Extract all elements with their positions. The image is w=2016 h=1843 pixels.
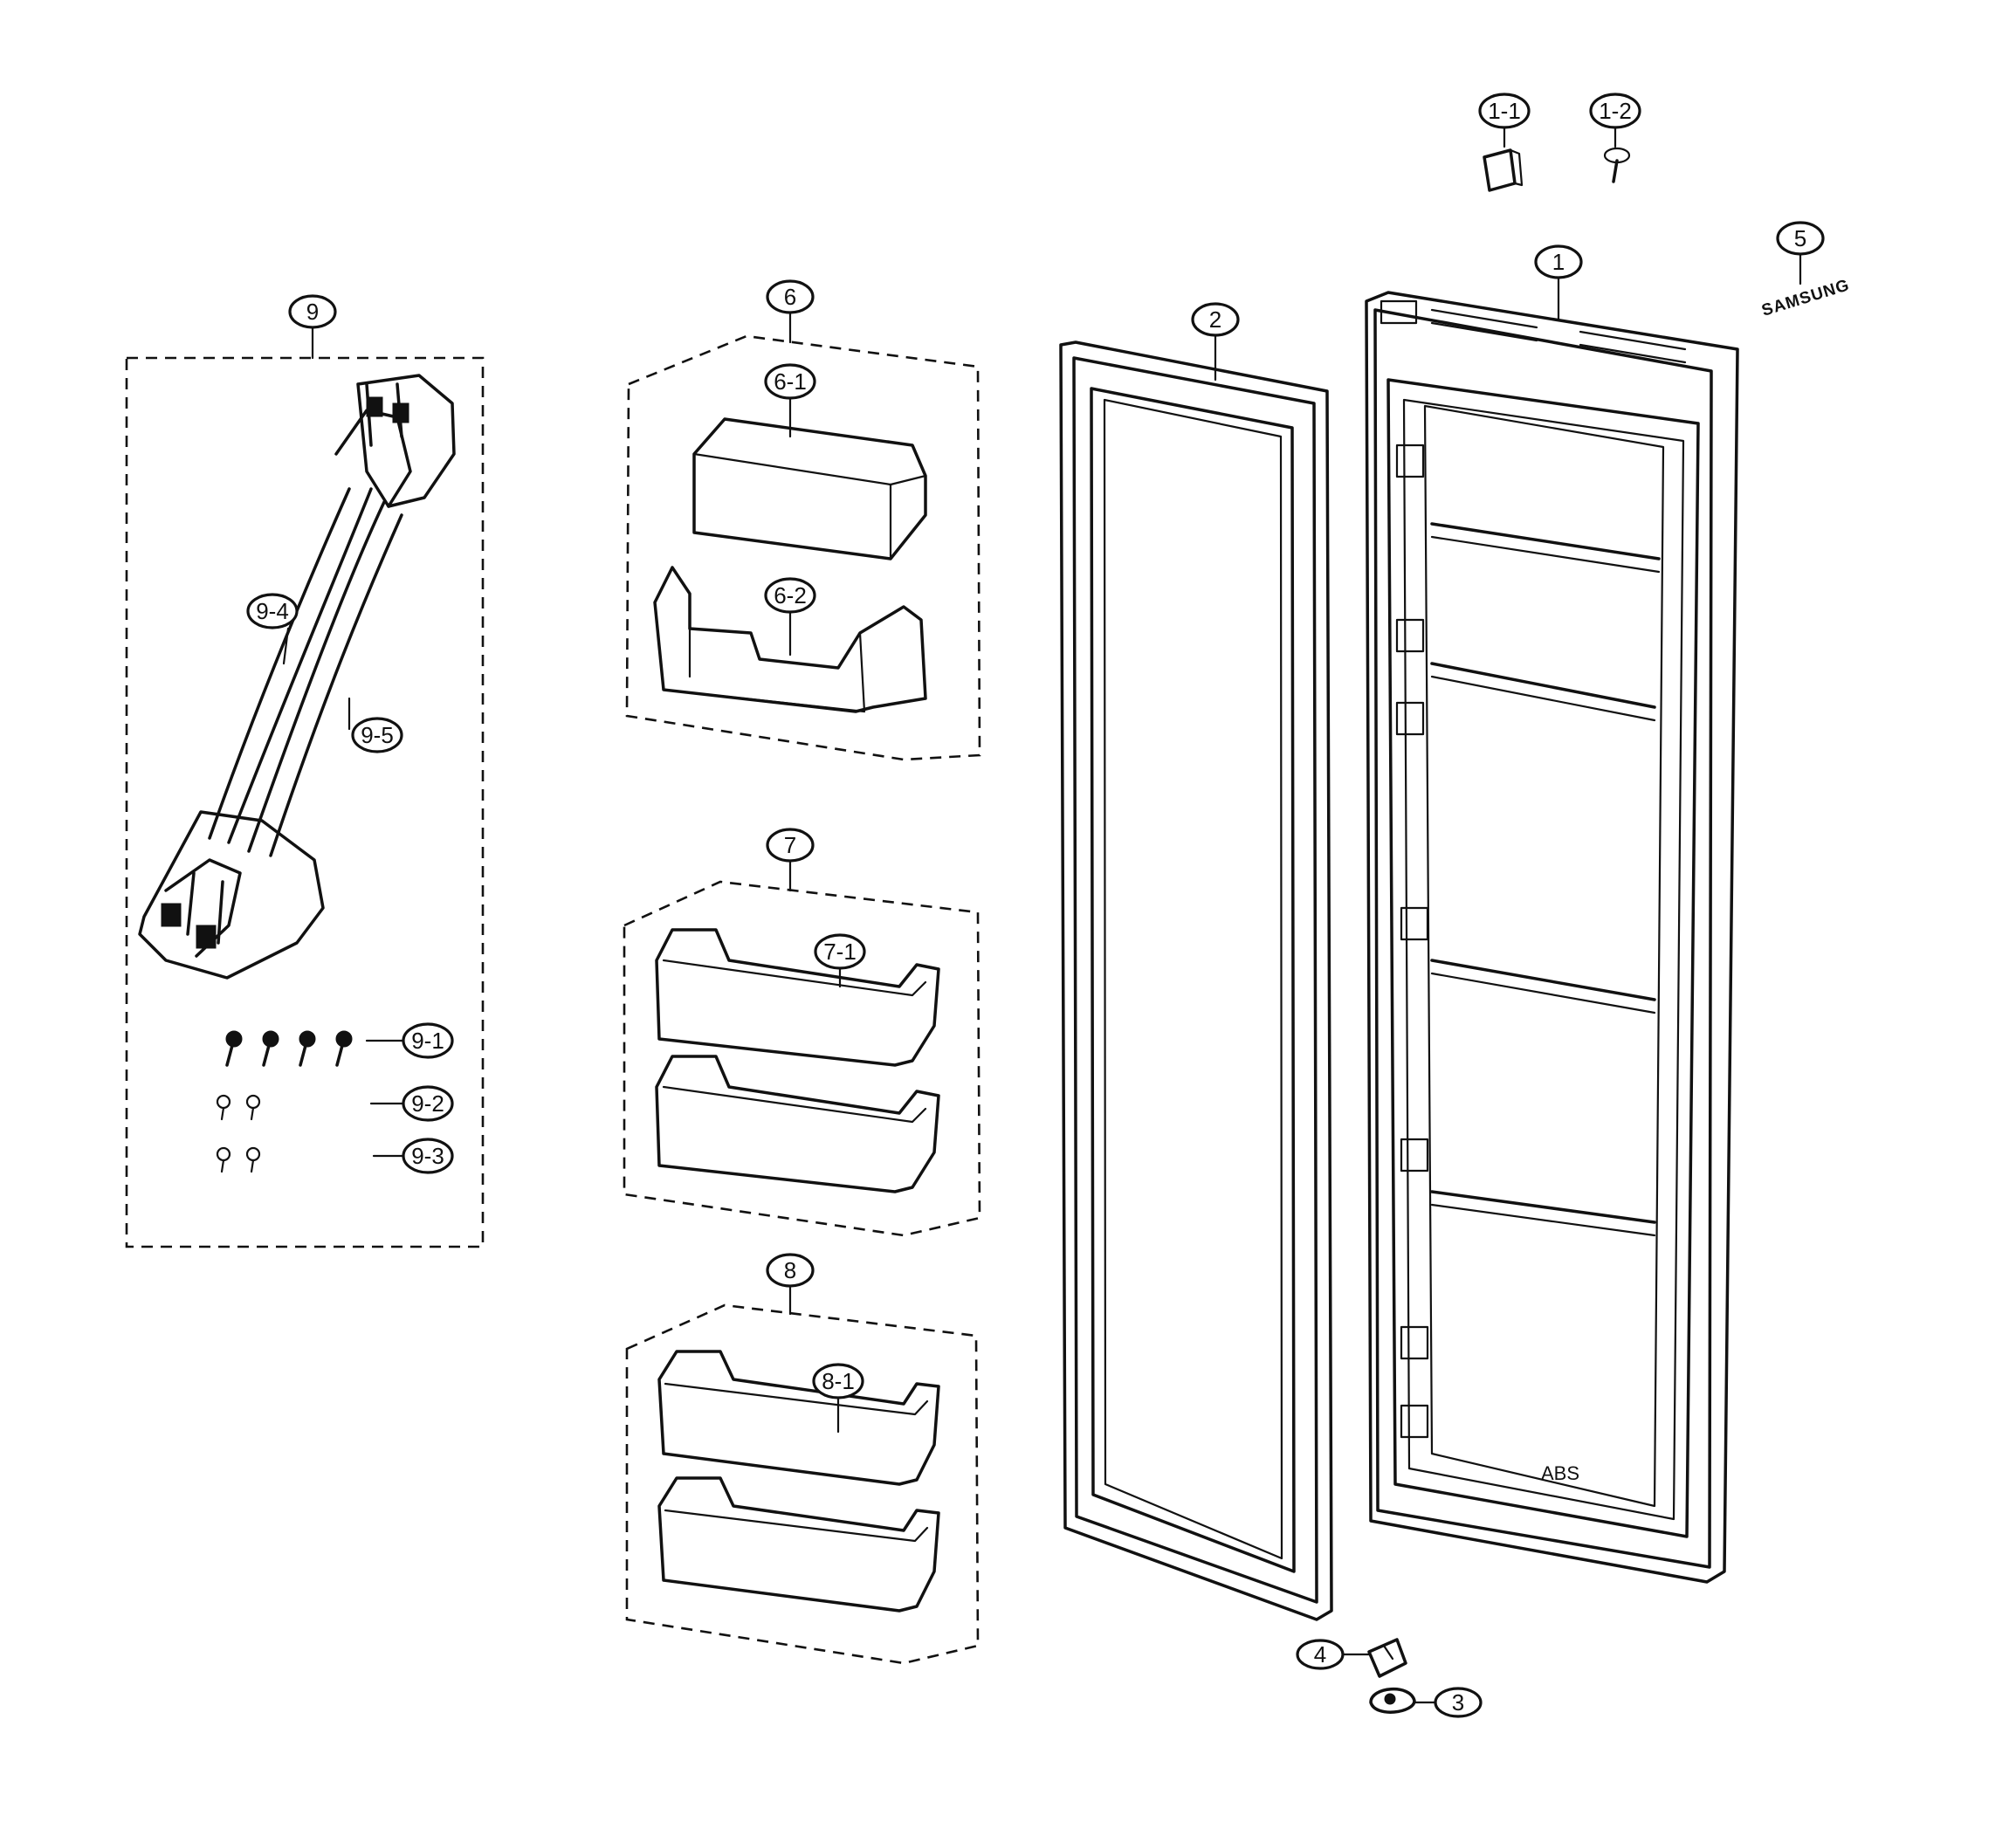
- callout-9: 9: [288, 294, 337, 329]
- svg-text:1: 1: [1552, 249, 1565, 275]
- group-7-boundary: [623, 880, 981, 1237]
- callout-6: 6: [766, 279, 815, 314]
- handle-drawing: [138, 374, 456, 980]
- svg-text:8-1: 8-1: [822, 1368, 855, 1394]
- part-5-brand-badge: SAMSUNG: [1759, 251, 1852, 320]
- callout-3: 3: [1434, 1687, 1483, 1718]
- screw-set-9-2: [216, 1094, 261, 1121]
- group-6-boundary: [625, 334, 981, 761]
- callout-1-1: 1-1: [1478, 93, 1531, 129]
- part-1-2-screw: [1603, 127, 1631, 183]
- group-9-boundary: [125, 356, 485, 1248]
- screw-set-9-3: [216, 1146, 261, 1173]
- svg-text:4: 4: [1314, 1641, 1326, 1668]
- callout-6-1: 6-1: [764, 363, 816, 400]
- callout-9-4: 9-4: [246, 593, 299, 629]
- svg-text:6-1: 6-1: [774, 368, 807, 395]
- abs-material-mark: ABS: [1541, 1462, 1579, 1484]
- callout-9-3: 9-3: [402, 1138, 454, 1174]
- svg-text:9-2: 9-2: [411, 1090, 444, 1117]
- callout-1: 1: [1534, 244, 1583, 279]
- part-1-door: ABS: [1365, 276, 1739, 1584]
- svg-text:5: 5: [1794, 225, 1806, 251]
- callout-7-1: 7-1: [814, 933, 866, 970]
- svg-text:1-2: 1-2: [1599, 98, 1632, 124]
- svg-text:9: 9: [306, 299, 319, 325]
- svg-text:6: 6: [784, 284, 796, 310]
- group-8-boundary: [625, 1303, 980, 1665]
- svg-text:9-5: 9-5: [361, 722, 394, 748]
- samsung-badge: SAMSUNG: [1759, 276, 1852, 320]
- svg-text:3: 3: [1452, 1689, 1464, 1716]
- group-6-dairy-compartment: [625, 308, 981, 761]
- group-7-door-guards: [623, 858, 981, 1237]
- svg-text:1-1: 1-1: [1488, 98, 1521, 124]
- callout-9-2: 9-2: [402, 1085, 454, 1122]
- callout-1-2: 1-2: [1589, 93, 1641, 129]
- group-8-door-guards: [625, 1286, 980, 1665]
- svg-text:6-2: 6-2: [774, 582, 807, 609]
- svg-text:9-1: 9-1: [411, 1028, 444, 1054]
- callout-8-1: 8-1: [812, 1363, 864, 1399]
- svg-text:7: 7: [784, 832, 796, 858]
- callout-5: 5: [1776, 221, 1825, 256]
- part-3-bushing: [1369, 1688, 1442, 1714]
- svg-text:9-3: 9-3: [411, 1143, 444, 1169]
- part-1-1-cap: [1483, 127, 1524, 192]
- callout-4: 4: [1296, 1639, 1345, 1670]
- part-4-hinge: [1338, 1638, 1407, 1678]
- svg-text:7-1: 7-1: [823, 939, 857, 965]
- callout-8: 8: [766, 1253, 815, 1288]
- callout-9-5: 9-5: [351, 717, 403, 753]
- svg-text:2: 2: [1209, 306, 1221, 333]
- callout-2: 2: [1191, 302, 1240, 337]
- svg-text:9-4: 9-4: [256, 598, 289, 624]
- svg-text:8: 8: [784, 1257, 796, 1283]
- callout-6-2: 6-2: [764, 577, 816, 614]
- part-2-gasket: [1059, 332, 1333, 1621]
- callout-9-1: 9-1: [402, 1022, 454, 1059]
- callout-7: 7: [766, 828, 815, 863]
- screw-set-9-1: [225, 1030, 353, 1067]
- group-9-handle-assembly: [125, 326, 485, 1248]
